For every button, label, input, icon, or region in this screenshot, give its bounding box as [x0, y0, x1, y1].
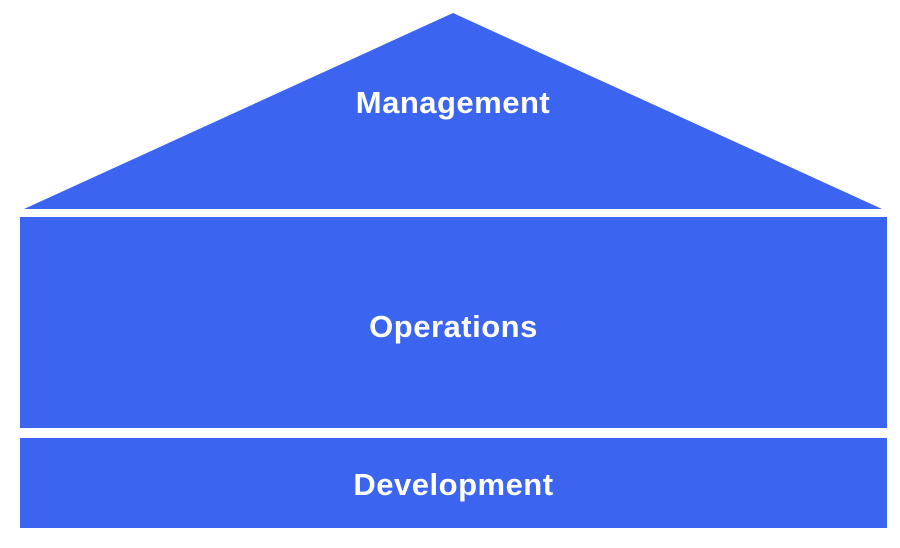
management-triangle-shape: Management	[24, 13, 882, 209]
management-label: Management	[355, 85, 551, 120]
operations-rectangle-shape: Operations	[20, 217, 887, 428]
development-rectangle-shape: Development	[20, 438, 887, 528]
development-label: Development	[353, 467, 554, 502]
operations-label: Operations	[369, 308, 538, 344]
